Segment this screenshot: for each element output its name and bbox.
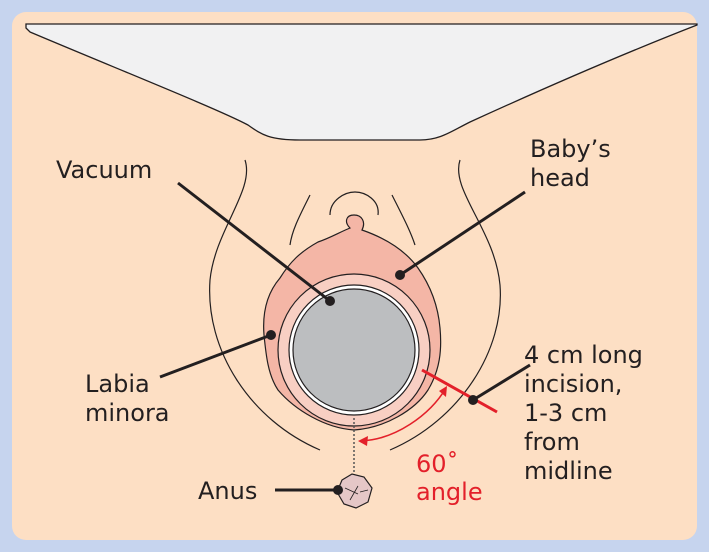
label-babys-head-1: Baby’s [530, 135, 611, 163]
label-incision-5: midline [524, 457, 613, 485]
thighs-top-area [25, 23, 698, 141]
incision-line [421, 368, 498, 414]
label-anus: Anus [198, 477, 257, 505]
leader-dots [266, 270, 478, 495]
leader-lines [159, 181, 531, 492]
label-labia-2: minora [85, 399, 170, 427]
arrowhead-icon [358, 436, 368, 446]
anus-folds [344, 485, 369, 501]
label-incision-4: from [524, 428, 580, 456]
anus-shape [336, 473, 373, 509]
angle-arc [359, 387, 447, 442]
arrowhead-icon [439, 386, 447, 397]
label-angle-1: 60˚ [416, 450, 459, 478]
body-contours [209, 159, 501, 451]
label-babys-head-2: head [530, 164, 590, 192]
label-incision-3: 1-3 cm [524, 399, 607, 427]
label-incision-1: 4 cm long [524, 341, 643, 369]
label-labia-1: Labia [85, 370, 150, 398]
label-angle-2: angle [416, 478, 483, 506]
label-vacuum: Vacuum [56, 156, 152, 184]
label-incision-2: incision, [524, 370, 622, 398]
vacuum-cup [292, 288, 416, 412]
